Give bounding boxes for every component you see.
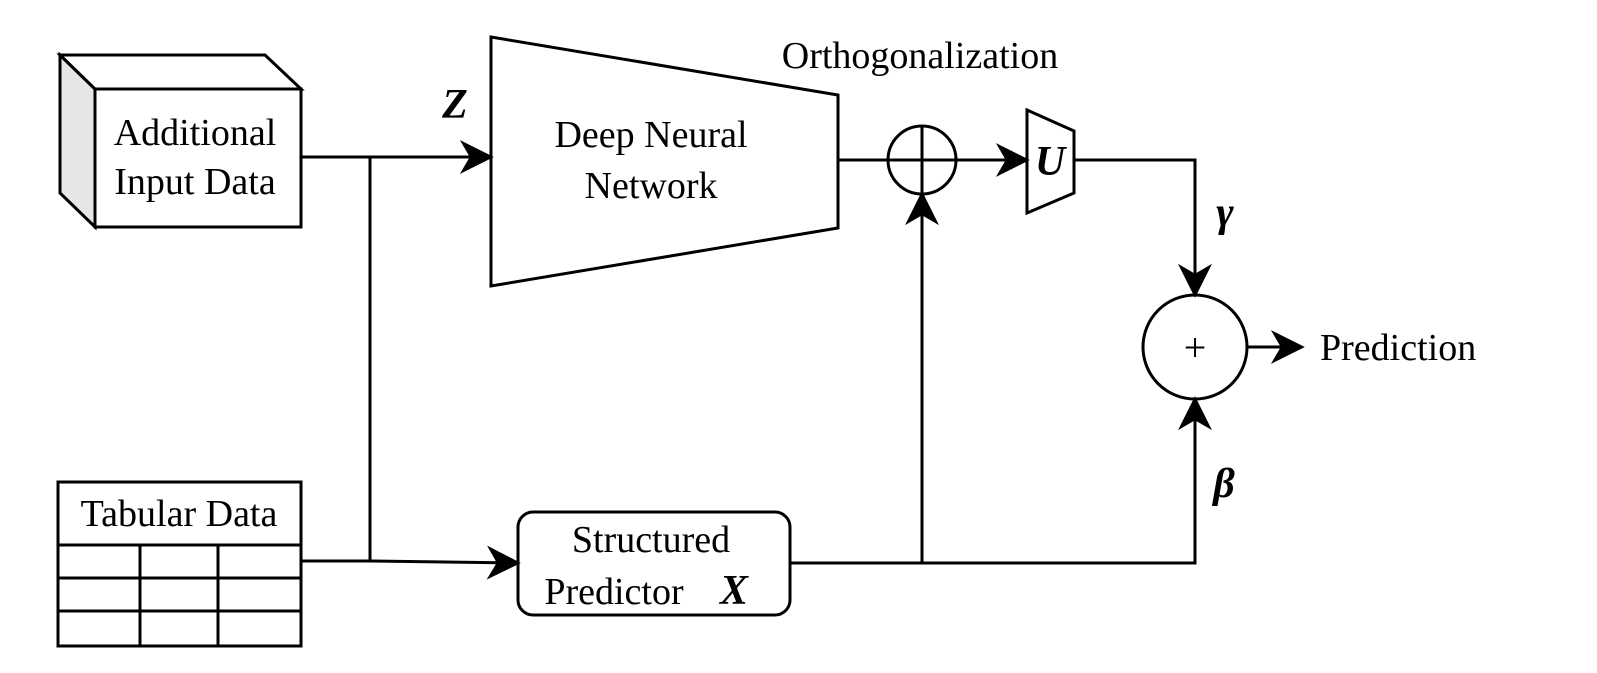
dnn-label-line1: Deep Neural: [554, 114, 747, 156]
additional-input-node: Additional Input Data: [56, 51, 305, 231]
edge-u-to-sum: [1074, 158, 1212, 298]
tabular-data-node: Tabular Data: [56, 480, 303, 648]
z-label: Z: [441, 82, 468, 128]
orthogonalization-label: Orthogonalization: [782, 35, 1058, 77]
additional-input-label-line2: Input Data: [114, 161, 276, 203]
structured-predictor-label-line2: Predictor: [544, 571, 684, 613]
gamma-label: γ: [1216, 190, 1234, 236]
u-layer-node: U: [1025, 107, 1076, 216]
dnn-label-line2: Network: [585, 165, 718, 207]
edges: [301, 140, 1305, 580]
structured-predictor-x-symbol: X: [718, 568, 749, 614]
tabular-data-frame: [56, 480, 303, 648]
edge-structured-to-sum: [790, 396, 1212, 565]
prediction-label: Prediction: [1320, 327, 1476, 369]
additional-input-front-face: [93, 87, 303, 229]
sum-node: +: [1141, 293, 1249, 401]
beta-label: β: [1211, 461, 1235, 507]
structured-predictor-node: Structured Predictor X: [516, 510, 792, 617]
u-layer-symbol: U: [1035, 139, 1068, 185]
additional-input-label-line1: Additional: [114, 112, 277, 154]
dnn-trapezoid: [489, 35, 840, 288]
u-layer-trapezoid: [1025, 107, 1076, 216]
structured-predictor-label-line1: Structured: [572, 519, 730, 561]
plus-icon: +: [1184, 325, 1207, 370]
dnn-node: Deep Neural Network: [489, 35, 840, 288]
edge-tabular-to-structured: [301, 545, 521, 580]
additional-input-top-face: [56, 53, 305, 91]
orthogonalization-node: [886, 124, 958, 196]
tabular-data-label: Tabular Data: [81, 493, 278, 535]
